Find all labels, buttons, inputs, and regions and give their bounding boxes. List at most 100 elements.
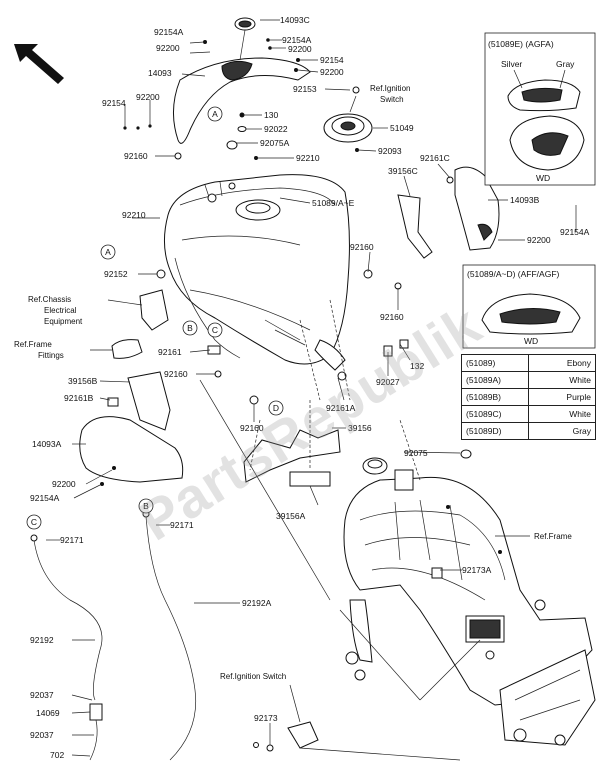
callout-label: 92200 — [320, 67, 344, 77]
callout-label: 92027 — [376, 377, 400, 387]
bolts-top — [123, 38, 360, 160]
callout-label: 92160 — [124, 151, 148, 161]
callout-label: 92171 — [60, 535, 84, 545]
ref-chassis-electrical: Ref.Chassis — [28, 295, 71, 304]
fuel-tank-51089 — [164, 174, 350, 371]
callout-label: 92154A — [560, 227, 590, 237]
color-variant-table: (51089)Ebony (51089A)White (51089B)Purpl… — [461, 354, 596, 440]
callout-label: 92200 — [52, 479, 76, 489]
ref-ignition-switch-top: Switch — [380, 95, 404, 104]
callout-label: 92173A — [462, 565, 492, 575]
callout-label: 92200 — [156, 43, 180, 53]
table-row: (51089D)Gray — [461, 422, 596, 440]
callout-label: 92022 — [264, 124, 288, 134]
marker-c: C — [212, 325, 218, 335]
lower-cover-14093A — [79, 371, 184, 486]
callout-label: 92154A — [30, 493, 60, 503]
callout-label: 132 — [410, 361, 424, 371]
callout-label: 92153 — [293, 84, 317, 94]
inset-top-51089E: (51089E) (AGFA) Silver Gray WD — [484, 32, 596, 186]
callout-label: 14093 — [148, 68, 172, 78]
pad-39156C — [397, 194, 433, 259]
callout-label: 92161B — [64, 393, 94, 403]
table-cell-color: White — [528, 371, 596, 389]
callout-label: 92171 — [170, 520, 194, 530]
callout-label: 92200 — [288, 44, 312, 54]
callout-label: 51049 — [390, 123, 414, 133]
inset-top-footer: WD — [536, 173, 550, 183]
callout-label: 92154A — [282, 35, 312, 45]
side-cover-14093B — [446, 166, 500, 251]
leader-lines — [46, 19, 577, 757]
callout-label: 92200 — [527, 235, 551, 245]
ref-frame: Ref.Frame — [534, 532, 572, 541]
front-direction-arrow-icon — [14, 44, 64, 84]
left-bracket-parts — [111, 257, 241, 378]
ref-frame-fittings: Fittings — [38, 351, 64, 360]
callout-label: 92161A — [326, 403, 356, 413]
marker-b: B — [143, 501, 149, 511]
table-cell-color: Gray — [528, 422, 596, 440]
callout-label: 14093B — [510, 195, 540, 205]
table-cell-color: Purple — [528, 388, 596, 406]
callout-label: 92075 — [404, 448, 428, 458]
table-row: (51089C)White — [461, 405, 596, 423]
marker-d: D — [273, 403, 279, 413]
table-row: (51089A)White — [461, 371, 596, 389]
callout-label: 39156B — [68, 376, 98, 386]
callout-label: 92075A — [260, 138, 290, 148]
callout-label: 39156 — [348, 423, 372, 433]
group-lines — [199, 299, 481, 761]
callout-label: 92161C — [420, 153, 450, 163]
table-cell-code: (51089D) — [461, 422, 529, 440]
inset-bottom-51089A-D: (51089/A~D) (AFF/AGF) WD — [462, 264, 596, 349]
callout-label: 51089/A~E — [312, 198, 355, 208]
callout-label: 92160 — [240, 423, 264, 433]
callout-label: 14069 — [36, 708, 60, 718]
callout-label: 92152 — [104, 269, 128, 279]
table-cell-code: (51089B) — [461, 388, 529, 406]
inset-top-header: (51089E) (AGFA) — [488, 39, 554, 49]
inset-bottom-footer: WD — [524, 336, 538, 346]
callout-label: 92160 — [164, 369, 188, 379]
ref-ignition-switch-top: Ref.Ignition — [370, 84, 410, 93]
fuel-cap-51049 — [323, 95, 373, 143]
ignition-switch-bottom — [253, 721, 319, 752]
marker-b: B — [187, 323, 193, 333]
ref-chassis-electrical: Equipment — [44, 317, 83, 326]
callout-label: 92093 — [378, 146, 402, 156]
callout-label: 92160 — [380, 312, 404, 322]
ref-frame-fittings: Ref.Frame — [14, 340, 52, 349]
ref-chassis-electrical: Electrical — [44, 306, 77, 315]
table-cell-code: (51089A) — [461, 371, 529, 389]
inset-bottom-header: (51089/A~D) (AFF/AGF) — [467, 269, 560, 279]
table-row: (51089)Ebony — [461, 354, 596, 372]
callout-label: 92192A — [242, 598, 272, 608]
hoses — [30, 510, 197, 761]
callout-label: 92154 — [320, 55, 344, 65]
part-number-callouts: 92154A 92200 14093C 92154A 92200 92154 9… — [30, 15, 590, 760]
callout-label: 14093C — [280, 15, 310, 25]
ref-ignition-switch-bottom: Ref.Ignition Switch — [220, 672, 286, 681]
callout-label: 92192 — [30, 635, 54, 645]
marker-a: A — [105, 247, 111, 257]
callout-label: 702 — [50, 750, 64, 760]
table-cell-code: (51089) — [461, 354, 529, 372]
table-cell-color: Ebony — [528, 354, 596, 372]
circle-markers: A A B B C C D — [26, 106, 284, 530]
table-cell-code: (51089C) — [461, 405, 529, 423]
callout-label: 92037 — [30, 730, 54, 740]
callout-label: 92037 — [30, 690, 54, 700]
table-cell-color: White — [528, 405, 596, 423]
callout-label: 39156C — [388, 166, 418, 176]
table-row: (51089B)Purple — [461, 388, 596, 406]
inset-label-gray: Gray — [556, 59, 575, 69]
inset-label-silver: Silver — [501, 59, 522, 69]
callout-label: 92161 — [158, 347, 182, 357]
cover-14093 — [173, 17, 311, 144]
reference-labels: Ref.Ignition Switch Ref.Chassis Electric… — [14, 84, 572, 681]
callout-label: 92160 — [350, 242, 374, 252]
frame-assembly — [343, 469, 596, 746]
